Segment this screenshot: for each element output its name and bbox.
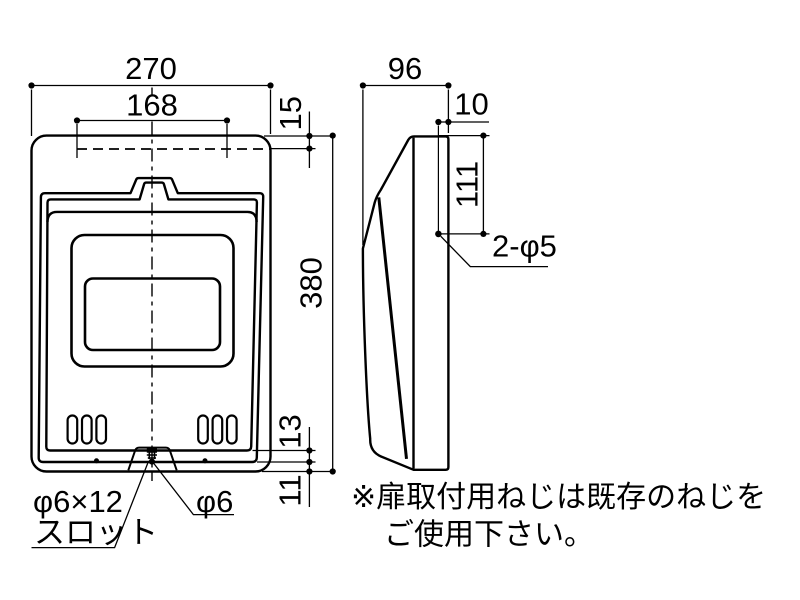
dim-frame-gap-label: 13 <box>273 414 308 448</box>
slot-name-label: スロット <box>34 515 158 550</box>
dim-height-label: 380 <box>294 257 329 309</box>
dim-hole-inset-label: 10 <box>454 87 488 122</box>
vent-slot <box>211 414 224 445</box>
front-view <box>30 87 272 481</box>
hole-leader-line <box>151 461 234 516</box>
vent-slots <box>66 414 238 445</box>
dim-top-offset-label: 15 <box>273 96 308 130</box>
side-dimensions: 96 10 111 2-φ5 <box>359 51 557 268</box>
front-dimensions: 270 168 15 380 13 11 φ6×12 スロット φ6 <box>28 51 336 550</box>
mounting-holes-leader <box>440 235 548 268</box>
side-body-outline <box>361 135 450 471</box>
center-hole-label: φ6 <box>196 484 233 519</box>
vent-slot <box>66 414 79 445</box>
note-line-1: ※扉取付用ねじは既存のねじを <box>351 481 766 514</box>
vent-slot <box>225 414 238 445</box>
dim-bottom-gap-label: 11 <box>273 474 308 506</box>
mounting-holes-label: 2-φ5 <box>492 229 557 264</box>
slot-leader-line <box>31 460 150 549</box>
dim-depth-label: 96 <box>388 51 422 86</box>
side-cover-seam-line <box>377 197 408 460</box>
slot-size-label: φ6×12 <box>33 484 123 519</box>
vent-slot <box>95 414 108 445</box>
dim-width-label: 270 <box>125 51 177 86</box>
door-screw-dot <box>94 458 99 464</box>
side-view <box>361 125 450 471</box>
note-block: ※扉取付用ねじは既存のねじを ご使用下さい。 <box>351 481 766 552</box>
front-door-step-line <box>45 181 259 452</box>
lower-mounting-hole-marker <box>435 230 442 238</box>
note-line-2: ご使用下さい。 <box>384 519 594 552</box>
vent-slot <box>80 414 93 445</box>
front-body-outline <box>30 134 272 473</box>
vent-slot <box>197 414 209 445</box>
dim-hole-span-label: 168 <box>126 88 178 123</box>
dim-hole-pitch-label: 111 <box>449 161 484 208</box>
door-screw-dot <box>202 458 208 464</box>
front-door-outline <box>37 176 265 464</box>
